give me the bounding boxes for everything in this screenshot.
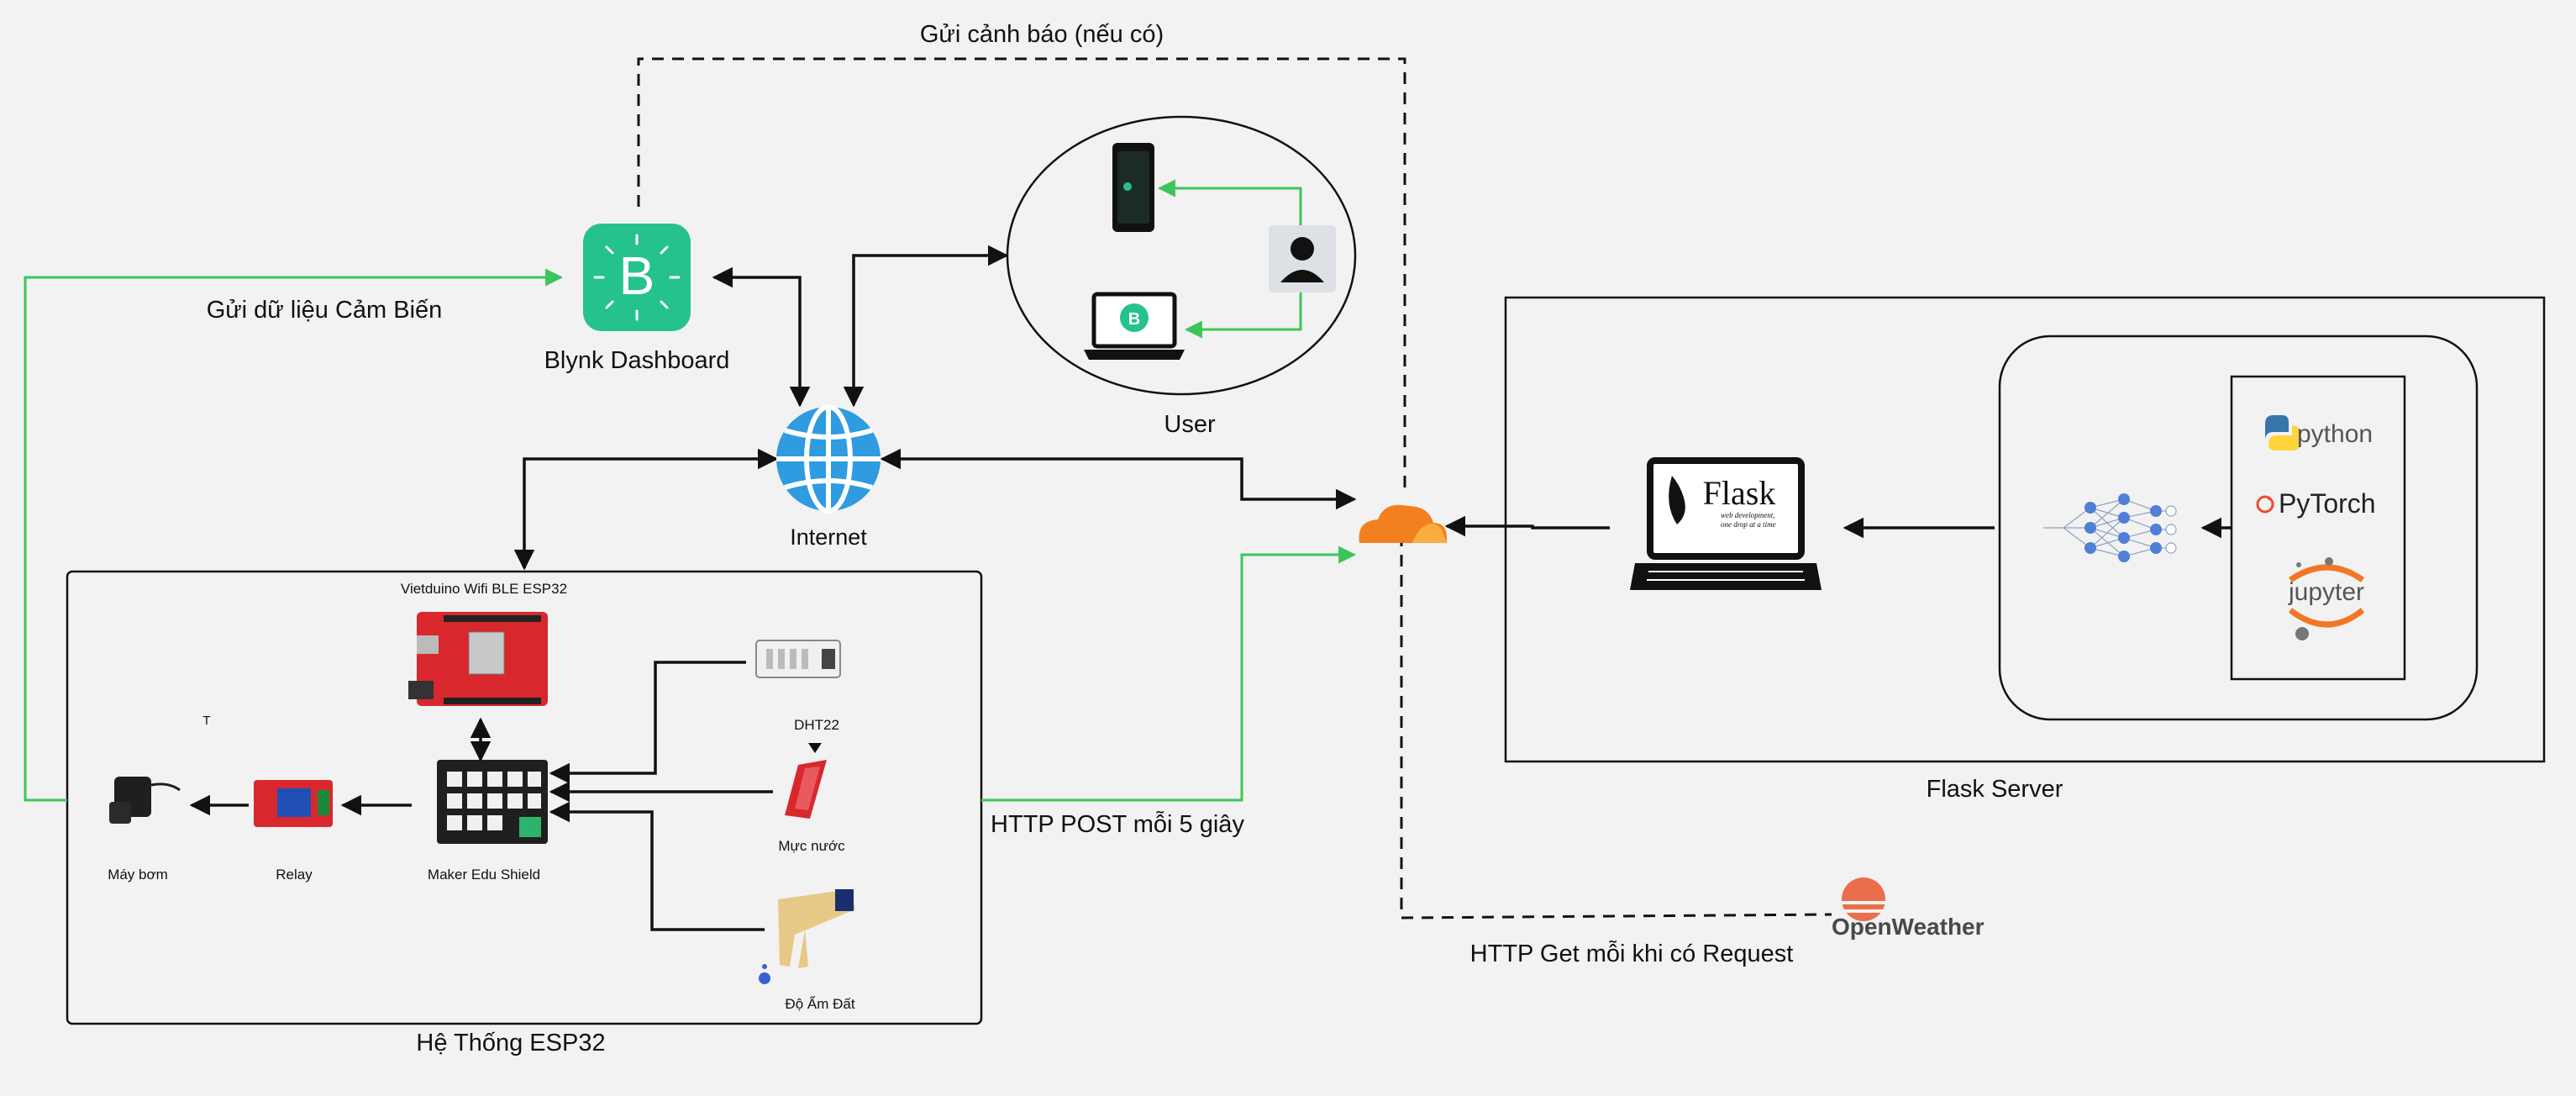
neural-network-icon: [2043, 493, 2177, 562]
dht22-shield-arrow: [549, 661, 746, 784]
python-text: python: [2297, 420, 2373, 448]
flask-laptop-icon: Flask web development, one drop at a tim…: [1630, 457, 1822, 590]
sensor-data-arrow: [24, 268, 564, 802]
soil-label: Độ Ẩm Đất: [785, 996, 854, 1012]
stray-text-marker: T: [202, 714, 210, 728]
water-pump-icon: [109, 777, 181, 824]
pytorch-logo: PyTorch: [2256, 488, 2376, 519]
info-icon: [759, 964, 770, 984]
alert-label: Gửi cảnh báo (nếu có): [920, 21, 1164, 48]
send-sensor-label: Gửi dữ liệu Cảm Biến: [207, 297, 443, 324]
internet-cloudflare-arrow: [880, 448, 1357, 510]
blynk-letter: B: [619, 245, 655, 306]
http-post-arrow: [981, 545, 1357, 802]
flask-tagline-2: one drop at a time: [1721, 520, 1776, 529]
water-level-sensor-icon: [785, 760, 827, 819]
flask-cloudflare-arrow: [1444, 515, 1610, 537]
blynk-internet-arrow: [712, 266, 811, 408]
relay-module-icon: [254, 780, 333, 827]
vietduino-board-icon: [408, 612, 548, 706]
user-phone-arrow: [1157, 179, 1302, 227]
user-person-icon: [1269, 225, 1336, 292]
dht22-down-marker: [808, 743, 822, 753]
jupyter-logo: jupyter: [2288, 557, 2365, 640]
pytorch-text: PyTorch: [2279, 488, 2376, 519]
globe-icon: [776, 404, 881, 514]
user-laptop-arrow: [1184, 286, 1302, 339]
laptop-icon: B: [1084, 292, 1185, 360]
blynk-dashboard-label: Blynk Dashboard: [544, 347, 730, 374]
laptop-blynk-letter: B: [1128, 310, 1140, 329]
blynk-icon: B: [583, 224, 691, 331]
internet-esp32-arrow: [513, 448, 779, 571]
maker-shield-label: Maker Edu Shield: [428, 867, 540, 883]
vietduino-label: Vietduino Wifi BLE ESP32: [401, 581, 567, 597]
alert-dashed-line: [637, 57, 1406, 496]
pump-label: Máy bơm: [108, 867, 168, 883]
user-label: User: [1164, 411, 1216, 438]
cloudflare-icon: [1359, 504, 1447, 543]
jupyter-text: jupyter: [2288, 578, 2364, 606]
relay-label: Relay: [276, 867, 313, 883]
internet-user-arrow: [843, 245, 1009, 408]
flask-tagline-1: web development,: [1721, 511, 1774, 519]
openweather-logo: OpenWeather: [1832, 877, 1985, 940]
flask-logo-text: Flask: [1703, 474, 1776, 512]
esp32-system-label: Hệ Thống ESP32: [416, 1030, 605, 1056]
phone-icon: [1112, 143, 1154, 232]
openweather-dashed-line: [1400, 535, 1832, 919]
soil-moisture-sensor-icon: [778, 889, 855, 968]
dht22-sensor-icon: [755, 640, 841, 678]
http-get-label: HTTP Get mỗi khi có Request: [1470, 940, 1794, 967]
http-post-label: HTTP POST mỗi 5 giây: [991, 810, 1244, 838]
python-logo: python: [2265, 415, 2373, 451]
openweather-text: OpenWeather: [1832, 914, 1985, 940]
soil-shield-arrow: [549, 801, 765, 931]
water-level-label: Mực nước: [778, 838, 845, 854]
flask-server-label: Flask Server: [1927, 776, 2063, 803]
internet-label: Internet: [790, 524, 867, 550]
maker-shield-board-icon: [437, 760, 548, 844]
dht22-label: DHT22: [794, 717, 839, 733]
